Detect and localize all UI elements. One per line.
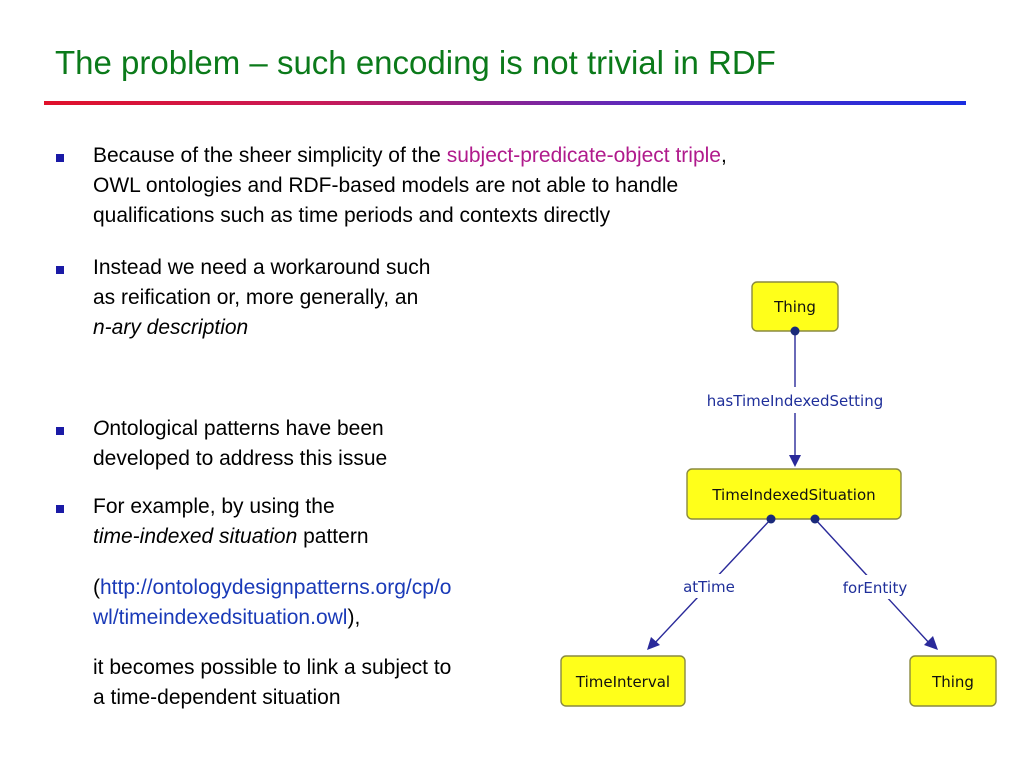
bullet-4-link-paragraph: (http://ontologydesignpatterns.org/cp/o … xyxy=(93,573,451,633)
bullet-4-conclusion: it becomes possible to link a subject to… xyxy=(93,653,451,713)
edge-label-bg xyxy=(675,574,743,598)
bullet-1-line1-pre: Because of the sheer simplicity of the xyxy=(93,144,447,167)
bullet-2-italic: n-ary description xyxy=(93,316,249,339)
edge-label-at-time: atTime xyxy=(683,578,735,596)
bullet-4-para3-line1: it becomes possible to link a subject to xyxy=(93,656,452,679)
arrowhead-icon xyxy=(924,636,938,650)
bullet-marker xyxy=(56,427,64,435)
bullet-4-text: For example, by using the time-indexed s… xyxy=(93,492,369,552)
bullet-1-line2: OWL ontologies and RDF-based models are … xyxy=(93,174,679,197)
slide-title: The problem – such encoding is not trivi… xyxy=(55,44,776,81)
bullet-1-line3: qualifications such as time periods and … xyxy=(93,204,611,227)
edge-label-bg xyxy=(683,387,907,413)
paren-close: ), xyxy=(347,606,361,629)
bullet-1-line1-post: , xyxy=(721,144,727,167)
node-time-indexed-situation xyxy=(686,468,902,520)
bullet-3-text: Ontological patterns have been developed… xyxy=(93,414,387,474)
edge-label-bg xyxy=(833,575,917,599)
node-interval-label: TimeInterval xyxy=(575,673,670,691)
pattern-link-part1[interactable]: http://ontologydesignpatterns.org/cp/o xyxy=(100,576,452,599)
bullet-3-initial: O xyxy=(93,417,110,440)
edge-label-for-entity: forEntity xyxy=(843,579,908,597)
bullet-4-para3-line2: a time-dependent situation xyxy=(93,686,341,709)
title-underline xyxy=(44,101,966,105)
node-thing-top-label: Thing xyxy=(773,298,816,316)
property-dot-icon xyxy=(810,514,820,524)
node-time-interval xyxy=(560,655,686,707)
property-dot-icon xyxy=(766,514,776,524)
bullet-2-line1: Instead we need a workaround such xyxy=(93,256,431,279)
arrowhead-icon xyxy=(789,455,801,467)
node-thing-right-label: Thing xyxy=(931,673,974,691)
bullet-3-line1-rest: ntological patterns have been xyxy=(109,417,384,440)
bullet-marker xyxy=(56,505,64,513)
property-dot-icon xyxy=(790,326,800,336)
bullet-4-italic: time-indexed situation xyxy=(93,525,298,548)
bullet-4-line2-rest: pattern xyxy=(297,525,369,548)
bullet-1-text: Because of the sheer simplicity of the s… xyxy=(93,141,727,231)
bullet-2-text: Instead we need a workaround such as rei… xyxy=(93,253,430,343)
bullet-2-line2: as reification or, more generally, an xyxy=(93,286,419,309)
paren-open: ( xyxy=(93,576,100,599)
bullet-marker xyxy=(56,266,64,274)
time-indexed-situation-diagram: Thing TimeIndexedSituation TimeInterval … xyxy=(560,281,997,707)
pattern-link-part2[interactable]: wl/timeindexedsituation.owl xyxy=(93,606,348,629)
bullet-marker xyxy=(56,154,64,162)
highlight-term: subject-predicate-object triple xyxy=(446,144,721,167)
bullet-3-line2: developed to address this issue xyxy=(93,447,388,470)
edge-label-has-setting: hasTimeIndexedSetting xyxy=(707,392,884,410)
node-thing-right xyxy=(909,655,997,707)
arrowhead-icon xyxy=(647,637,660,650)
bullet-4-line1: For example, by using the xyxy=(93,495,335,518)
node-situation-label: TimeIndexedSituation xyxy=(711,486,875,504)
